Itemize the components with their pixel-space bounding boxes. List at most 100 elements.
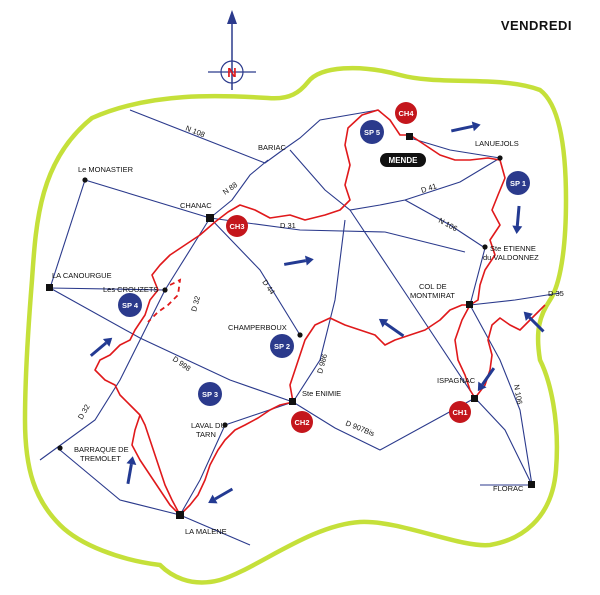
road-label-d998: D 998 [171,354,193,373]
badge-sp5: SP 5 [360,120,384,144]
red-route-dashed [147,278,182,323]
compass-ring [220,60,244,84]
road-n108 [129,109,379,164]
place-champerboux: CHAMPERBOUX [228,323,287,332]
road-d32-west [39,289,166,461]
place-laval-1: LAVAL DU [191,421,226,430]
road-network [39,109,561,546]
compass-north-arrowhead [227,10,237,24]
road-monastier-canourgue [49,179,86,289]
village-dot-crouzets [162,287,168,293]
road-d31 [209,217,466,253]
badge-sp2-label: SP 2 [274,342,290,351]
badge-ch2: CH2 [291,411,313,433]
badge-ch4-label: CH4 [398,109,414,118]
badge-sp2: SP 2 [270,334,294,358]
place-bariac: BARIAC [258,143,287,152]
road-mende-lanuejols [409,137,501,159]
place-ispagnac: ISPAGNAC [437,376,476,385]
place-barraque-2: TREMOLET [80,454,121,463]
badge-sp1-label: SP 1 [510,179,526,188]
arrow-icon [378,318,405,338]
road-crouzets-chanac [164,217,211,291]
town-marker-ispagnac [471,395,478,402]
road-monastier-chanac [84,179,211,219]
road-n106-north [404,199,486,306]
road-label-d32-north: D 32 [189,295,202,313]
badge-sp4: SP 4 [118,293,142,317]
town-markers [46,133,535,519]
road-label-d986: D 986 [315,353,329,375]
road-label-d32-south: D 32 [76,403,92,421]
arrow-icon [89,337,113,357]
road-canourgue-crouzets [49,287,166,291]
arrow-icon [450,121,481,133]
place-chanac: CHANAC [180,201,212,210]
place-ste-etienne-2: du VALDONNEZ [483,253,539,262]
ch-badges: CH1 CH2 CH3 CH4 [226,102,471,433]
town-marker-florac [528,481,535,488]
badge-sp5-label: SP 5 [364,128,380,137]
place-la-canourgue: LA CANOURGUE [52,271,112,280]
arrow-icon [208,487,234,504]
town-marker-col-montmirat [466,301,473,308]
road-enimie-laval [224,401,294,426]
road-label-n106-south: N 106 [512,384,524,405]
place-col-1: COL DE [419,282,447,291]
red-route-south-loop [454,304,546,399]
direction-arrows [89,121,545,504]
badge-ch3: CH3 [226,215,248,237]
place-laval-2: TARN [196,430,216,439]
badge-sp3: SP 3 [198,382,222,406]
road-ispagnac-florac [474,397,533,486]
road-d907bis [292,397,476,451]
road-label-n108: N 108 [184,124,206,140]
place-le-monastier: Le MONASTIER [78,165,134,174]
arrow-icon [477,367,496,392]
road-label-d41: D 41 [420,181,438,194]
village-dot-barraque [57,445,63,451]
place-ste-enimie: Ste ENIMIE [302,389,341,398]
sp-badges: SP 1 SP 2 SP 3 SP 4 SP 5 [118,120,530,406]
town-marker-chanac [206,214,214,222]
road-n106-south [469,304,533,486]
compass-north-label: N [227,65,236,80]
badge-sp1: SP 1 [506,171,530,195]
road-label-d31: D 31 [280,221,296,230]
road-malene-south [179,514,251,546]
place-florac: FLORAC [493,484,524,493]
compass-rose: N [208,10,256,90]
place-ste-etienne-1: Ste ETIENNE [490,244,536,253]
badge-sp3-label: SP 3 [202,390,218,399]
place-labels: MENDE BARIAC LANUEJOLS Le MONASTIER CHAN… [52,139,539,536]
place-les-crouzets: Les CROUZETS [103,285,158,294]
region-boundary [22,65,569,585]
badge-ch2-label: CH2 [294,418,309,427]
badge-sp4-label: SP 4 [122,301,139,310]
road-d986 [292,219,346,403]
road-label-n106-north: N 106 [437,216,459,233]
badge-ch1-label: CH1 [452,408,467,417]
road-laval-malene [179,424,226,516]
town-marker-canourgue [46,284,53,291]
arrow-icon [523,311,545,333]
village-dot-lanuejols [497,155,503,161]
arrow-icon [512,205,523,234]
village-dot-champerboux [297,332,303,338]
road-barraque-malene [59,449,181,516]
badge-ch4: CH4 [395,102,417,124]
place-mende: MENDE [389,156,419,165]
place-lanuejols: LANUEJOLS [475,139,519,148]
red-route-west-branch [131,414,181,516]
mende-label-bg [380,153,426,167]
badge-ch3-label: CH3 [229,222,244,231]
place-barraque-1: BARRAQUE DE [74,445,129,454]
place-col-2: MONTMIRAT [410,291,455,300]
road-bariac-d41 [289,149,501,211]
day-title: VENDREDI [501,18,572,33]
arrow-icon [126,456,137,485]
arrow-icon [283,255,314,266]
road-label-d35: D 35 [548,289,564,298]
road-d44 [209,217,301,336]
